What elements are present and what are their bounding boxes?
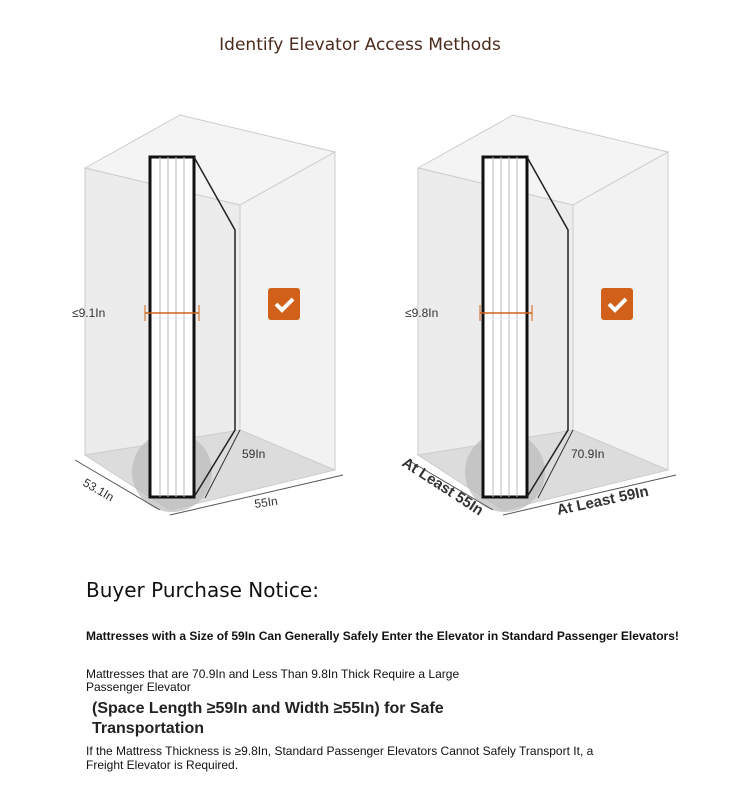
page-title: Identify Elevator Access Methods	[219, 35, 501, 55]
mattress-icon	[481, 155, 529, 499]
notice-heading: Buyer Purchase Notice:	[86, 578, 319, 602]
length-label: 59In	[242, 447, 265, 461]
length-label: 70.9In	[571, 447, 604, 461]
check-icon	[274, 297, 295, 313]
depth-label: 53.1In	[81, 475, 117, 504]
check-icon	[607, 297, 628, 313]
elevator-diagram-large: ≤9.8In 70.9In At Least 55In At Least 59I…	[399, 114, 677, 519]
notice-line-standard: Mattresses with a Size of 59In Can Gener…	[86, 629, 679, 643]
mattress-icon	[148, 155, 196, 499]
notice-line-space: (Space Length ≥59In and Width ≥55In) for…	[92, 700, 444, 737]
thickness-label: ≤9.8In	[405, 306, 438, 320]
elevator-diagram-standard: ≤9.1In 59In 53.1In 55In	[72, 114, 344, 516]
notice-line-large: Mattresses that are 70.9In and Less Than…	[86, 667, 460, 694]
width-label: 55In	[253, 494, 278, 511]
check-badge	[601, 288, 633, 320]
notice-line-freight: If the Mattress Thickness is ≥9.8In, Sta…	[86, 744, 594, 772]
check-badge	[268, 288, 300, 320]
thickness-label: ≤9.1In	[72, 306, 105, 320]
